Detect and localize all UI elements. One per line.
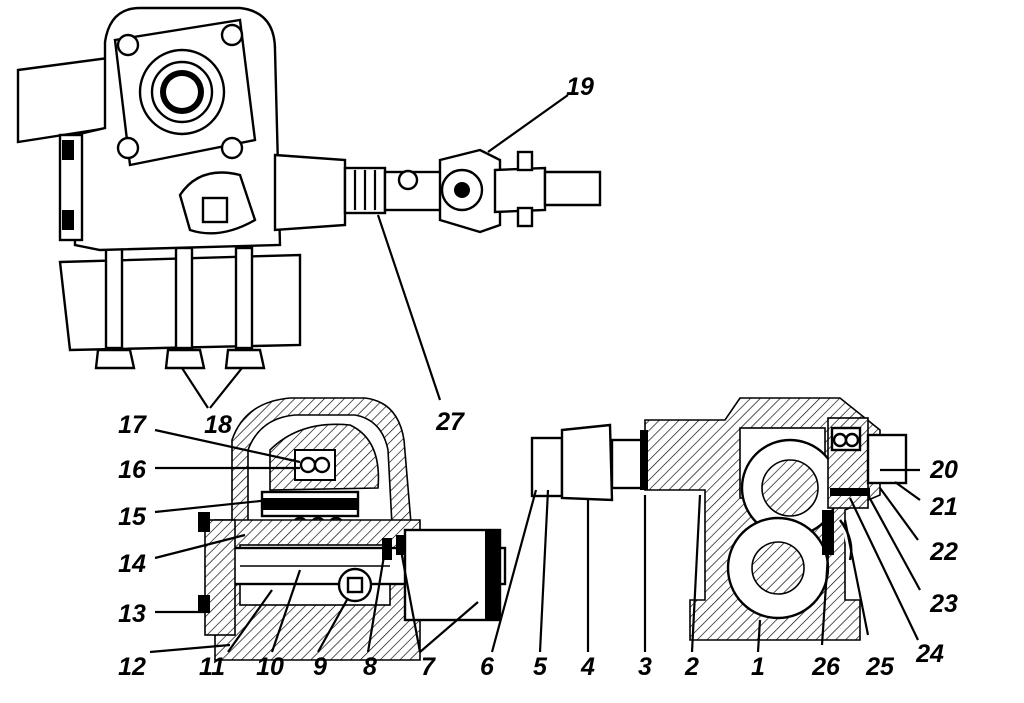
leader-18b	[209, 367, 243, 409]
label-15: 15	[118, 503, 147, 531]
lock-nut	[530, 436, 564, 498]
label-4: 4	[580, 653, 595, 681]
leader-24	[849, 497, 919, 641]
label-13: 13	[118, 600, 146, 628]
left-section-view	[149, 397, 507, 661]
label-22: 22	[929, 538, 958, 566]
label-7: 7	[421, 653, 436, 681]
leader-19	[487, 94, 569, 153]
callout-labels: 1 2 3 4 5 6 7 8 9 10 11 12 13 14 15 16 1…	[118, 73, 958, 681]
leader-12	[149, 643, 231, 654]
label-12: 12	[118, 653, 146, 681]
label-21: 21	[929, 493, 958, 521]
leader-25	[843, 519, 870, 636]
input-tube	[403, 528, 502, 622]
label-18: 18	[204, 411, 232, 439]
label-11: 11	[199, 653, 225, 681]
leader-14	[154, 533, 246, 560]
leader-17	[154, 428, 301, 464]
leader-21	[894, 481, 921, 501]
label-1: 1	[751, 653, 765, 681]
leader-6	[490, 489, 538, 653]
label-8: 8	[363, 653, 377, 681]
input-shaft-neck	[273, 153, 347, 232]
label-14: 14	[118, 550, 146, 578]
label-19: 19	[566, 73, 594, 101]
universal-joint	[438, 148, 602, 234]
leader-8	[366, 549, 387, 653]
label-24: 24	[915, 640, 944, 668]
filler-plug	[201, 196, 229, 224]
leader-22	[879, 487, 919, 541]
leader-10	[270, 569, 302, 653]
top-assembly-view	[16, 6, 602, 409]
label-17: 17	[118, 411, 147, 439]
mounting-bolts	[94, 246, 266, 370]
label-23: 23	[929, 590, 958, 618]
label-2: 2	[684, 653, 699, 681]
leader-1	[756, 619, 762, 653]
steering-column-shaft	[543, 170, 602, 207]
adjuster-screw	[866, 433, 908, 485]
label-10: 10	[256, 653, 284, 681]
label-16: 16	[118, 456, 147, 484]
leader-7b	[419, 601, 479, 653]
label-9: 9	[313, 653, 327, 681]
leader-15	[154, 498, 271, 514]
label-26: 26	[811, 653, 841, 681]
leader-2	[690, 494, 702, 653]
end-cap	[204, 519, 236, 636]
label-3: 3	[638, 653, 652, 681]
leader-11	[227, 589, 273, 653]
leader-27	[376, 214, 442, 401]
right-section-view	[490, 397, 921, 653]
label-27: 27	[435, 408, 465, 436]
leader-5	[538, 489, 550, 653]
leader-23	[867, 494, 921, 591]
adjusting-nut	[560, 423, 614, 502]
label-5: 5	[533, 653, 548, 681]
leader-18a	[181, 367, 209, 409]
leader-7a	[398, 544, 422, 653]
label-6: 6	[480, 653, 495, 681]
label-20: 20	[929, 456, 958, 484]
leader-9	[317, 597, 349, 653]
label-25: 25	[865, 653, 895, 681]
leader-26	[820, 554, 830, 646]
